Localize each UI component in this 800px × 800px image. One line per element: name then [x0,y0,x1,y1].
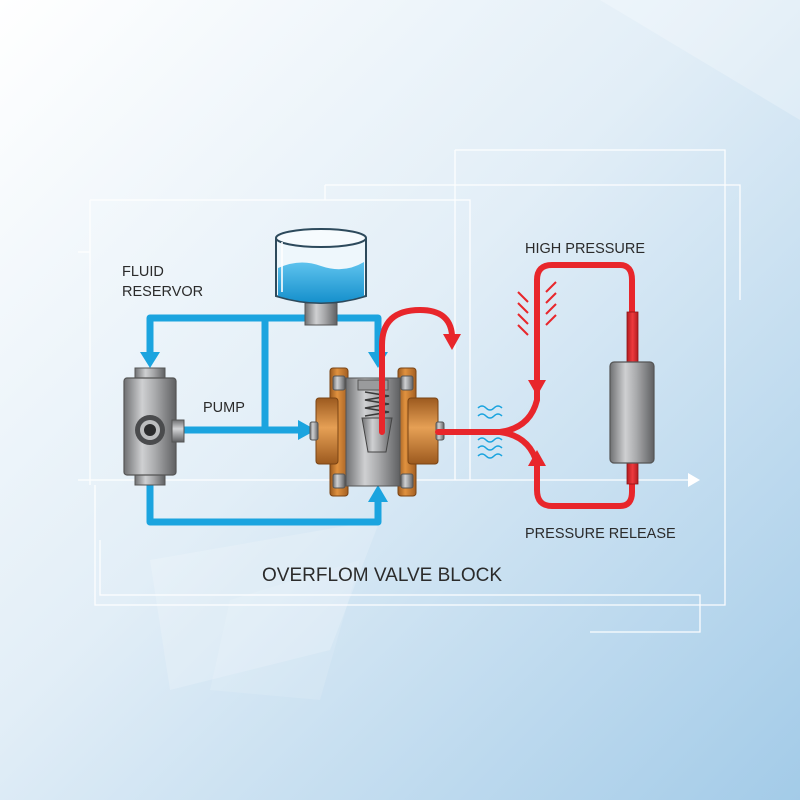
wave-icon [477,405,503,459]
hatch-icon [517,281,557,336]
pressure-arrow-icon [528,380,546,396]
pressure-release-label: PRESSURE RELEASE [525,526,676,542]
pump-label: PUMP [203,400,245,416]
frame-arrow-icon [688,473,700,487]
fluid-arrow-icon [298,420,316,440]
fluid-lines [146,314,382,526]
tank-icon [275,228,367,326]
fluid-arrow-icon [368,485,388,502]
high-pressure-label: HIGH PRESSURE [525,241,645,257]
block-title: OVERFLOM VALVE BLOCK [262,565,502,586]
fluid-reservoir-label-line2: RESERVOR [122,284,203,300]
pressure-arrow-icon [528,450,546,466]
spring-icon [364,391,390,417]
pump-icon [123,367,185,486]
fluid-reservoir-label-line1: FLUID [122,264,164,280]
valve-icon [309,367,445,497]
fluid-arrow-icon [140,352,160,368]
cylinder-icon [609,311,655,485]
high-pressure-lines [379,262,635,509]
pressure-arrow-icon [443,334,461,350]
decorative-glass-shape [600,0,800,120]
